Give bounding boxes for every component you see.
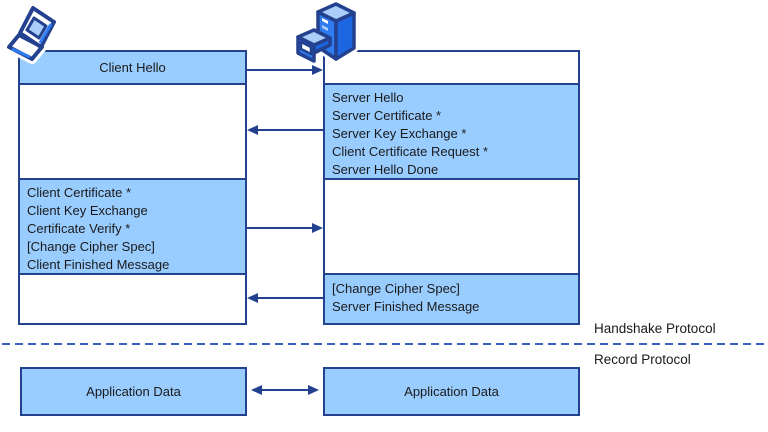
server-finished-box: [Change Cipher Spec] Server Finished Mes…: [323, 273, 580, 325]
client-flight-line: Client Key Exchange: [27, 203, 148, 218]
server-application-data-box: Application Data: [323, 367, 580, 416]
server-flight-box: Server Hello Server Certificate * Server…: [323, 83, 580, 180]
arrow-application-data-bidirectional: [251, 384, 319, 396]
server-application-data-label: Application Data: [404, 384, 499, 399]
client-application-data-label: Application Data: [86, 384, 181, 399]
laptop-icon: [5, 4, 59, 64]
server-flight-line: Server Certificate *: [332, 108, 442, 123]
client-flight-box: Client Certificate * Client Key Exchange…: [18, 178, 247, 275]
client-flight-line: Client Certificate *: [27, 185, 132, 200]
server-finished-line: Server Finished Message: [332, 299, 480, 314]
server-empty-box-2: [323, 178, 580, 275]
arrow-client-hello: [247, 64, 323, 76]
arrow-server-finished: [247, 292, 323, 304]
server-flight-list: Server Hello Server Certificate * Server…: [325, 85, 578, 179]
server-icon: [293, 0, 359, 66]
arrow-client-flight: [247, 222, 323, 234]
server-flight-line: Server Hello: [332, 90, 404, 105]
server-flight-line: Server Key Exchange *: [332, 126, 467, 141]
client-flight-line: Certificate Verify *: [27, 221, 131, 236]
handshake-protocol-label: Handshake Protocol: [594, 321, 716, 336]
server-flight-line: Server Hello Done: [332, 162, 439, 177]
client-flight-list: Client Certificate * Client Key Exchange…: [20, 180, 245, 274]
protocol-divider-dashed-line: [2, 343, 766, 345]
server-finished-line: [Change Cipher Spec]: [332, 281, 460, 296]
client-flight-line: [Change Cipher Spec]: [27, 239, 155, 254]
client-hello-box: Client Hello: [18, 50, 247, 85]
client-application-data-box: Application Data: [20, 367, 247, 416]
client-empty-box-2: [18, 273, 247, 325]
client-flight-line: Client Finished Message: [27, 257, 170, 272]
record-protocol-label: Record Protocol: [594, 352, 691, 367]
client-empty-box-1: [18, 83, 247, 180]
arrow-server-flight: [247, 124, 323, 136]
server-finished-list: [Change Cipher Spec] Server Finished Mes…: [325, 275, 578, 316]
client-hello-label: Client Hello: [99, 60, 166, 75]
server-flight-line: Client Certificate Request *: [332, 144, 489, 159]
